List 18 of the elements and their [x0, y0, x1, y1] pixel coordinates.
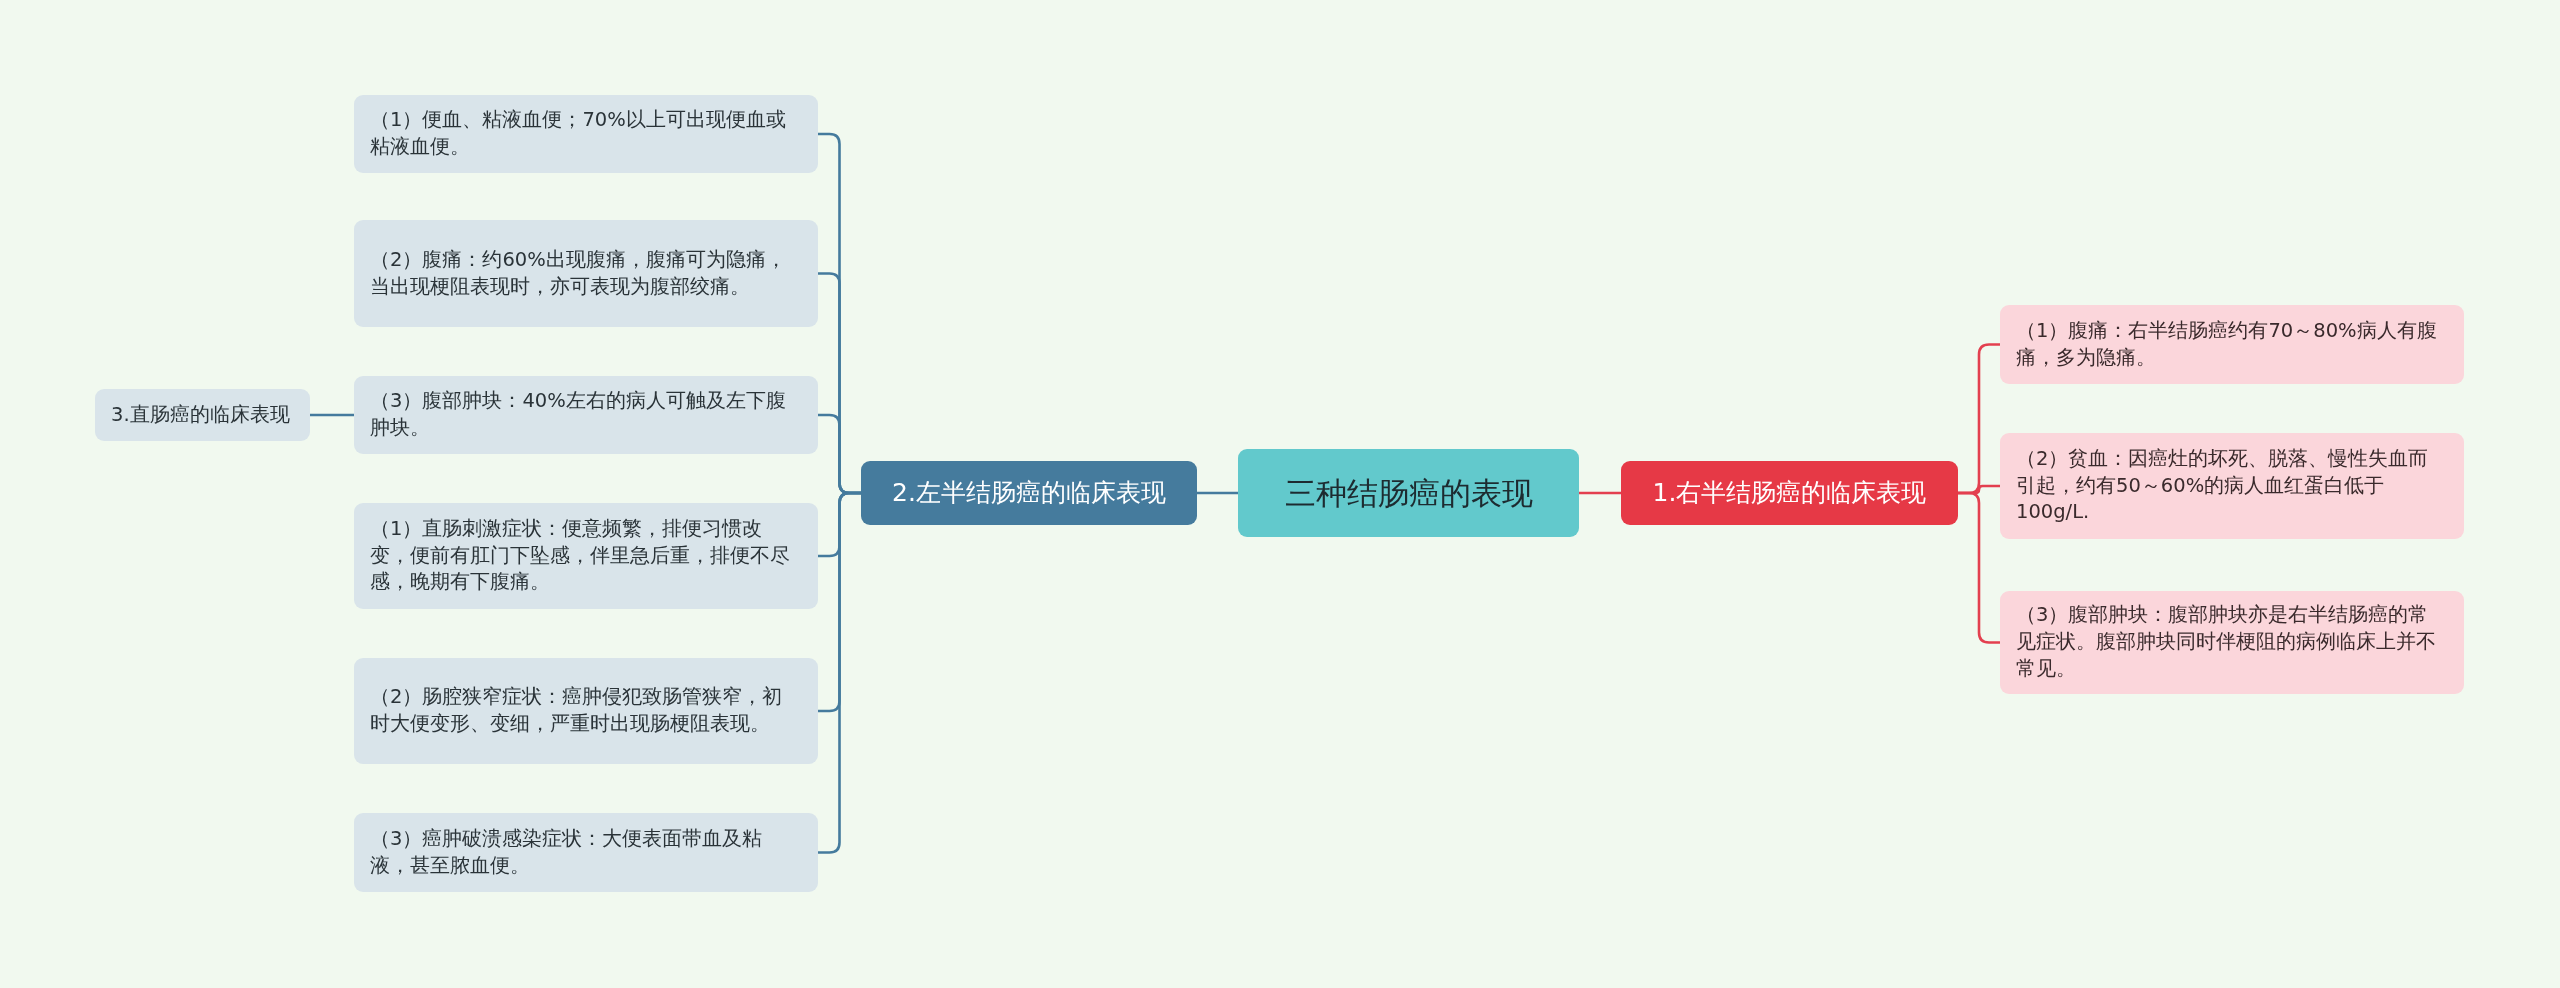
- branch-box: 2.左半结肠癌的临床表现: [861, 461, 1197, 525]
- topic-box: （2）腹痛：约60%出现腹痛，腹痛可为隐痛，当出现梗阻表现时，亦可表现为腹部绞痛。: [354, 220, 818, 327]
- topic-box: （2）贫血：因癌灶的坏死、脱落、慢性失血而引起，约有50～60%的病人血红蛋白低于100g/L.: [2000, 433, 2464, 539]
- connector-line: [1197, 491, 1238, 495]
- topic-box: （1）腹痛：右半结肠癌约有70～80%病人有腹痛，多为隐痛。: [2000, 305, 2464, 384]
- topic-box: （2）肠腔狭窄症状：癌肿侵犯致肠管狭窄，初时大便变形、变细，严重时出现肠梗阻表现。: [354, 658, 818, 764]
- connector-line: [1958, 491, 2000, 644]
- connector-line: [818, 491, 861, 854]
- topic-box: （3）癌肿破溃感染症状：大便表面带血及粘液，甚至脓血便。: [354, 813, 818, 892]
- topic-box: （1）直肠刺激症状：便意频繁，排便习惯改变，便前有肛门下坠感，伴里急后重，排便不尽感，晚期有下腹痛。: [354, 503, 818, 609]
- topic-box: 3.直肠癌的临床表现: [95, 389, 310, 441]
- topic-box: （1）便血、粘液血便；70%以上可出现便血或粘液血便。: [354, 95, 818, 173]
- connector-line: [1579, 491, 1621, 495]
- topic-box: （3）腹部肿块：40%左右的病人可触及左下腹肿块。: [354, 376, 818, 454]
- topic-box: （3）腹部肿块：腹部肿块亦是右半结肠癌的常见症状。腹部肿块同时伴梗阻的病例临床上并不常见。: [2000, 591, 2464, 694]
- central-topic-box: 三种结肠癌的表现: [1238, 449, 1579, 537]
- connector-line: [310, 413, 354, 417]
- branch-box: 1.右半结肠癌的临床表现: [1621, 461, 1958, 525]
